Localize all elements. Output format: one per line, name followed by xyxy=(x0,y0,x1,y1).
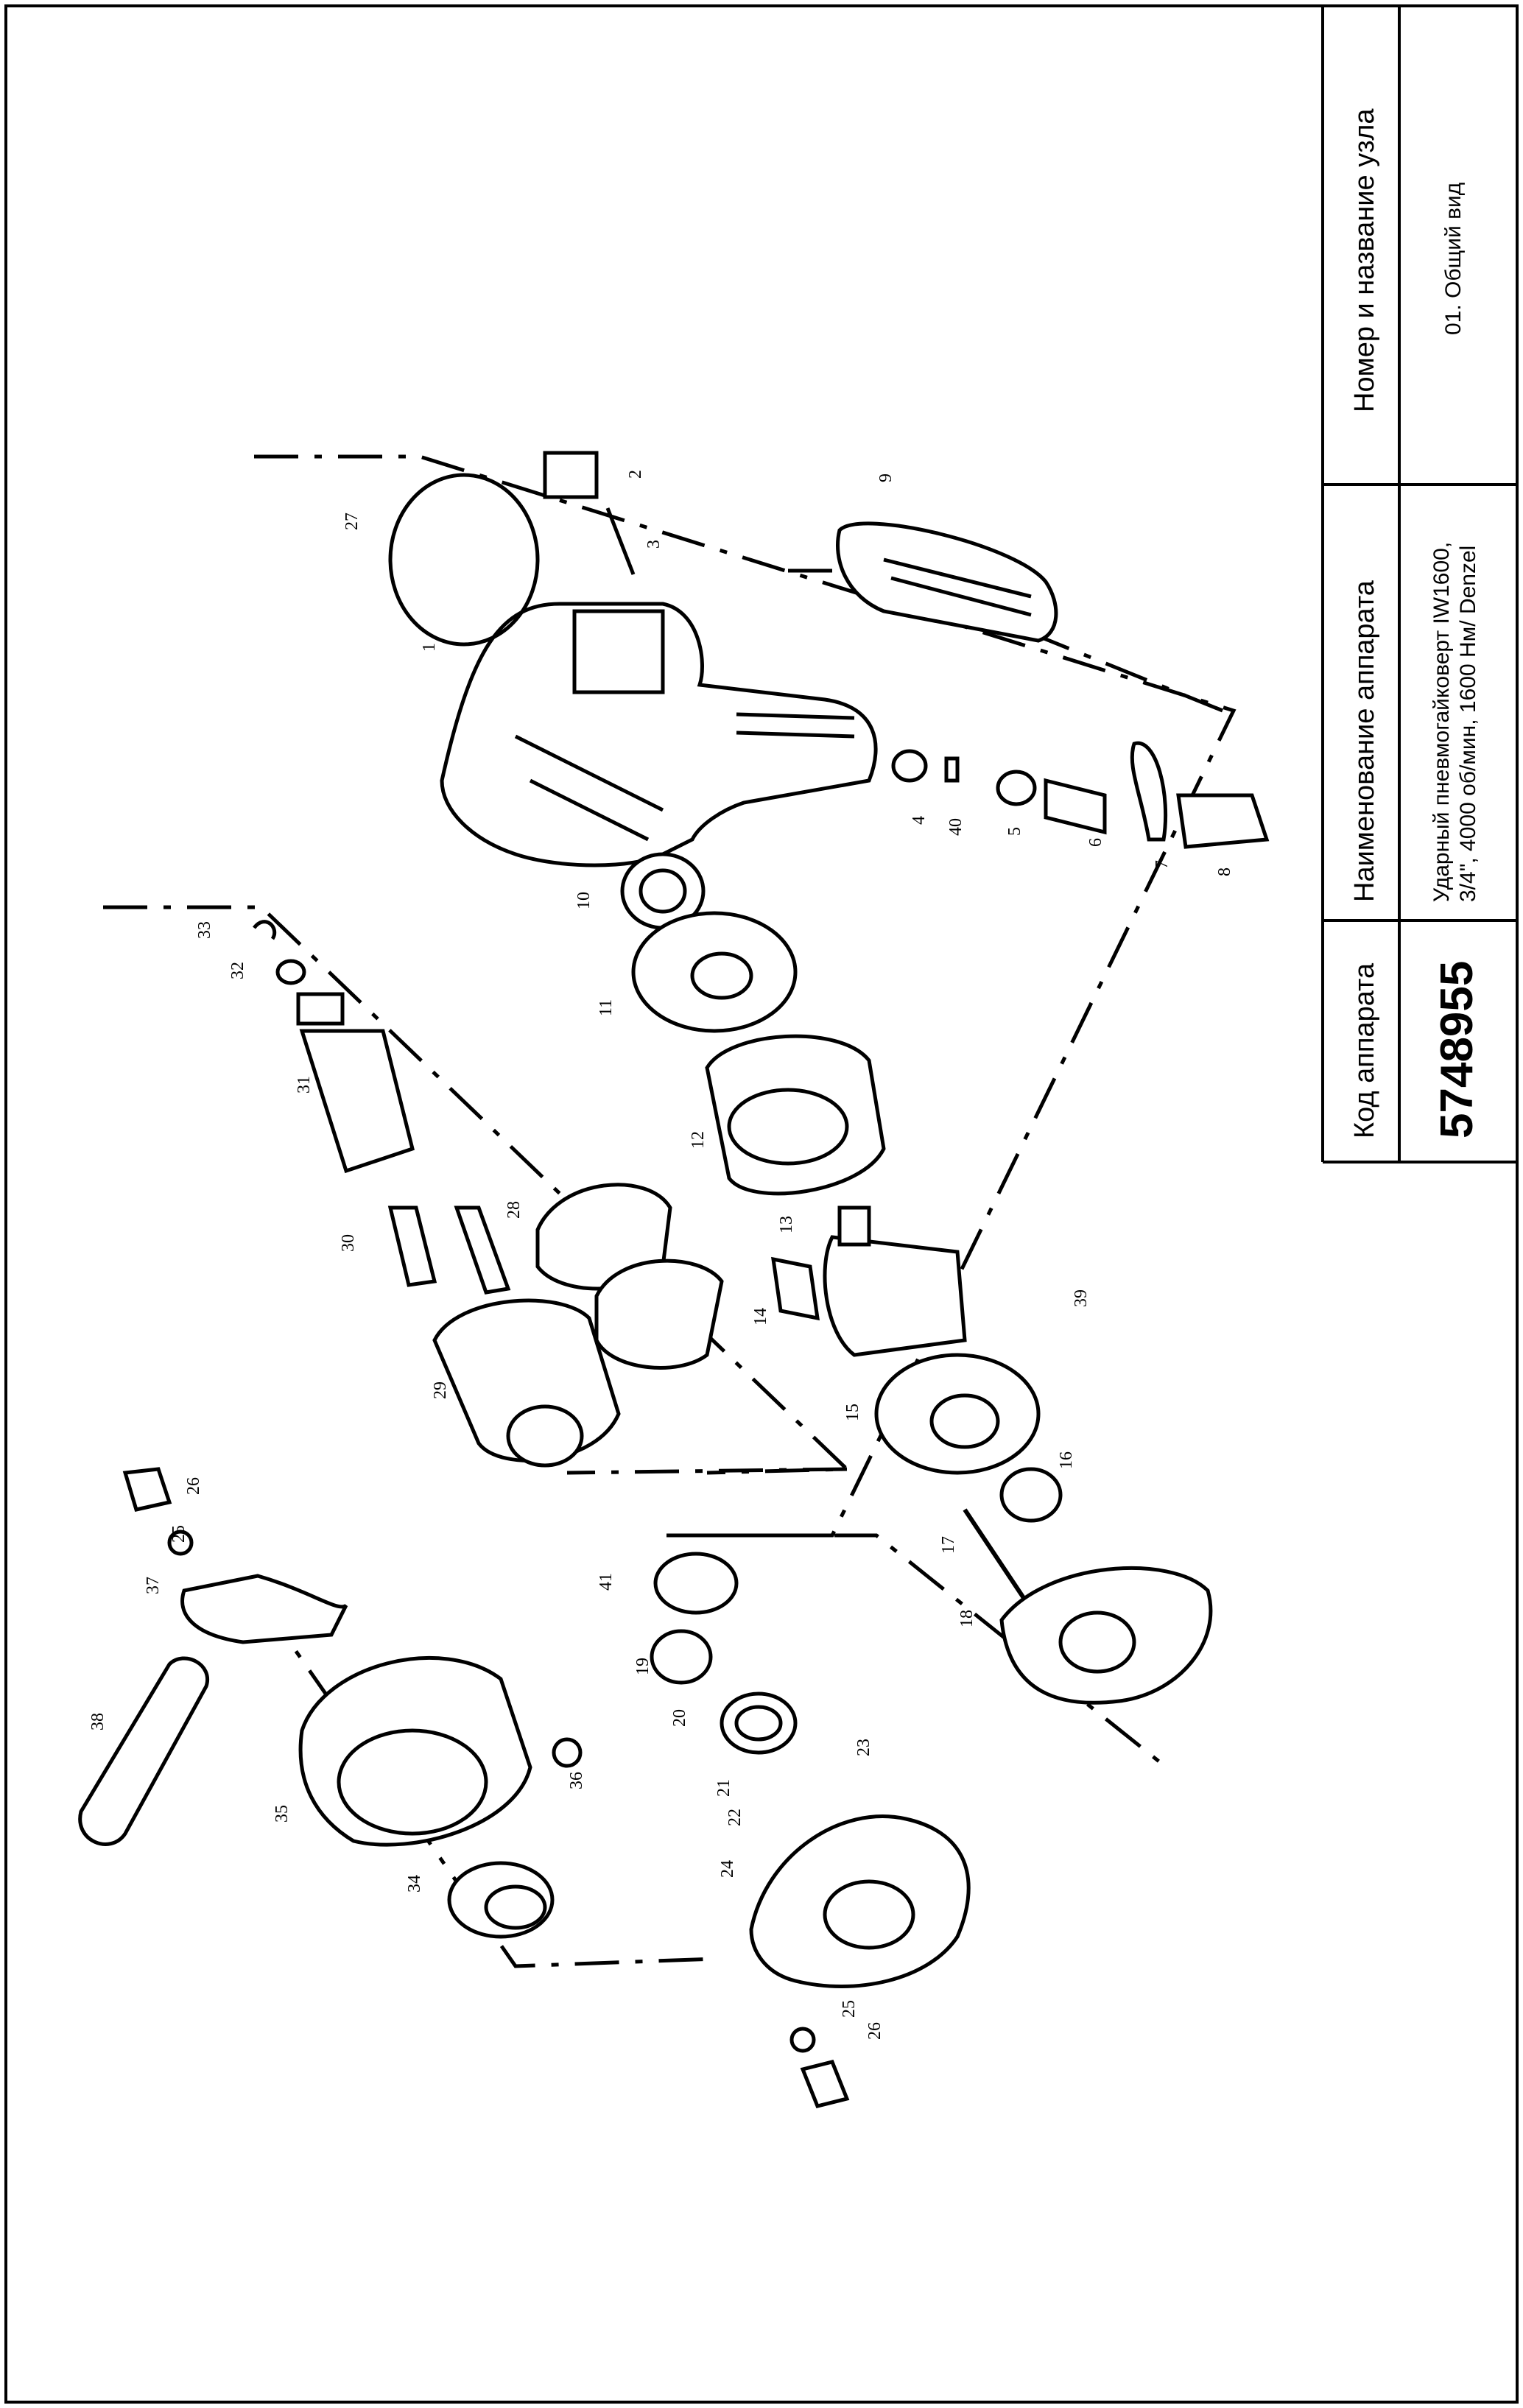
part-callout-11: 11 xyxy=(597,999,616,1016)
part-callout-8: 8 xyxy=(1215,867,1234,876)
part-callout-26b: 26 xyxy=(184,1477,203,1495)
part-callout-41: 41 xyxy=(597,1573,616,1591)
part-callout-6: 6 xyxy=(1086,838,1105,847)
part-callout-39: 39 xyxy=(1072,1289,1091,1307)
cylinder-part xyxy=(705,1034,886,1196)
part-callout-7: 7 xyxy=(1153,860,1172,869)
part-callout-9: 9 xyxy=(876,473,896,482)
rotor-part xyxy=(771,1205,967,1357)
part-callout-2: 2 xyxy=(626,470,645,479)
small-parts xyxy=(122,451,850,2108)
part-callout-36: 36 xyxy=(567,1772,586,1789)
title-block-grid xyxy=(1321,4,1519,1163)
bushing-part xyxy=(447,1861,555,1939)
part-callout-28: 28 xyxy=(504,1201,524,1219)
part-callout-32: 32 xyxy=(228,962,247,979)
reverse-valve-part xyxy=(650,1552,798,1755)
part-callout-25a: 25 xyxy=(840,2000,859,2018)
part-callout-35: 35 xyxy=(272,1805,292,1823)
part-callout-26a: 26 xyxy=(865,2022,884,2040)
part-callout-3: 3 xyxy=(644,540,664,549)
part-callout-12: 12 xyxy=(689,1131,708,1149)
part-callout-17: 17 xyxy=(939,1536,958,1554)
code-value: 5748955 xyxy=(1432,960,1482,1138)
front-housing-part xyxy=(298,1656,532,1847)
part-callout-29: 29 xyxy=(431,1381,450,1399)
part-callout-37: 37 xyxy=(144,1577,163,1594)
part-callouts: 1234567891011121314151617181920212223242… xyxy=(88,470,1234,2040)
part-callout-30: 30 xyxy=(339,1234,358,1252)
part-callout-13: 13 xyxy=(777,1216,796,1233)
part-callout-24: 24 xyxy=(718,1860,737,1878)
part-callout-25b: 25 xyxy=(169,1525,189,1543)
part-callout-23: 23 xyxy=(854,1739,873,1756)
part-callout-22: 22 xyxy=(725,1809,745,1826)
code-header: Код аппарата xyxy=(1349,962,1380,1138)
part-callout-14: 14 xyxy=(751,1308,770,1326)
hanger-part xyxy=(78,1656,210,1846)
frame-housing xyxy=(254,454,1237,1538)
part-callout-27: 27 xyxy=(342,513,362,530)
part-callout-21: 21 xyxy=(714,1779,734,1797)
anvil-part xyxy=(296,992,415,1174)
end-plate-part xyxy=(631,911,798,1033)
unit-value: 01. Общий вид xyxy=(1441,182,1466,335)
name-line-1: Ударный пневмогайковерт IW1600, xyxy=(1429,541,1454,902)
unit-header: Номер и название узла xyxy=(1349,108,1380,412)
part-callout-38: 38 xyxy=(88,1713,108,1731)
hammer-cage-part xyxy=(432,1298,621,1468)
part-callout-40: 40 xyxy=(946,818,965,836)
part-callout-5: 5 xyxy=(1005,827,1024,836)
name-header: Наименование аппарата xyxy=(1349,580,1380,902)
part-callout-4: 4 xyxy=(910,816,929,825)
o-ring-part xyxy=(388,473,540,647)
bracket-part xyxy=(180,1574,348,1644)
part-callout-19: 19 xyxy=(633,1658,653,1675)
name-line-2: 3/4", 4000 об/мин, 1600 Нм/ Denzel xyxy=(1456,545,1480,902)
part-callout-16: 16 xyxy=(1057,1451,1076,1469)
bearing-part xyxy=(620,852,706,930)
frame-motor-lower xyxy=(566,1467,848,1475)
handle-cover-part xyxy=(836,521,1058,643)
drawing-sheet-border xyxy=(4,4,1519,2404)
gasket-part xyxy=(999,1566,1213,1705)
part-callout-15: 15 xyxy=(843,1404,862,1421)
hammer-part xyxy=(535,1183,724,1370)
part-callout-10: 10 xyxy=(574,892,594,909)
inlet-parts xyxy=(891,741,1270,849)
part-callout-20: 20 xyxy=(670,1709,689,1727)
frame-motor xyxy=(103,905,852,1475)
part-callout-18: 18 xyxy=(957,1610,977,1627)
part-callout-34: 34 xyxy=(405,1875,424,1893)
pins-part xyxy=(387,1205,511,1295)
long-pin-part xyxy=(963,1508,1026,1599)
part-callout-33: 33 xyxy=(195,921,214,939)
rear-cover-part xyxy=(749,1814,971,1988)
part-callout-1: 1 xyxy=(420,643,439,652)
rear-plate-part xyxy=(874,1353,1063,1523)
housing-part xyxy=(440,602,878,867)
part-callout-31: 31 xyxy=(295,1076,314,1094)
